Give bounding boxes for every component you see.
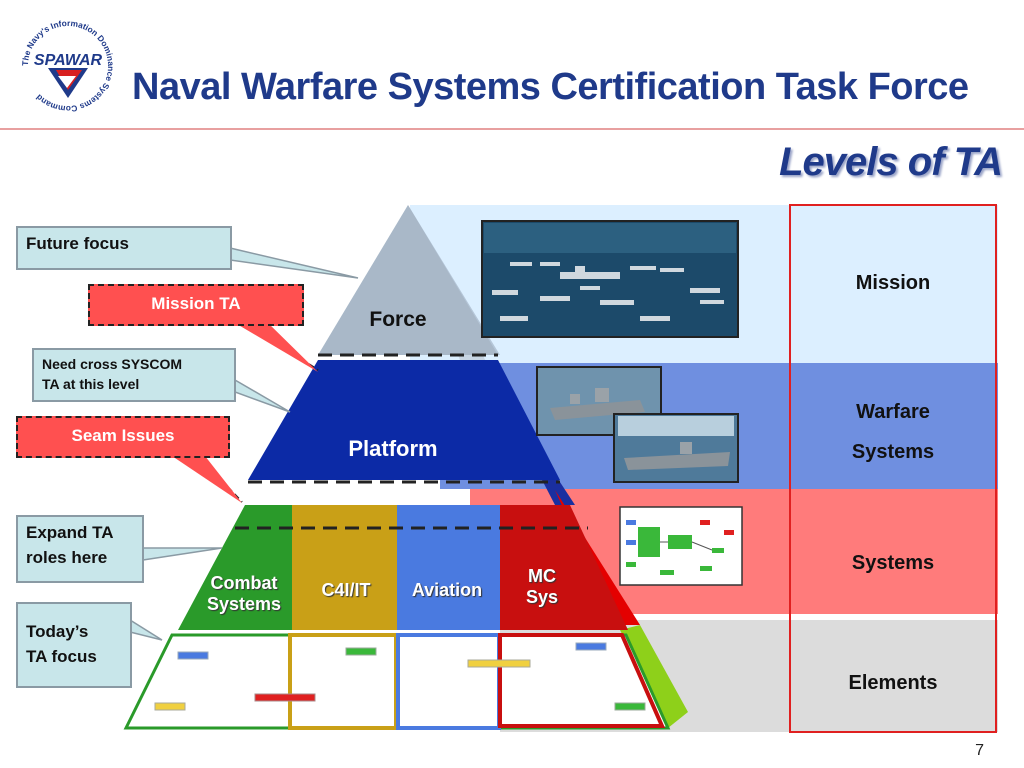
page-subtitle: Levels of TA bbox=[779, 140, 1003, 184]
force-label: Force bbox=[369, 308, 427, 331]
pointer-expand bbox=[142, 547, 223, 561]
col-label-combat-l2: Systems bbox=[206, 593, 282, 614]
callout-expand-ta: Expand TA roles here bbox=[16, 515, 144, 583]
col-label-combat: Combat Systems bbox=[202, 573, 286, 614]
element-chip bbox=[614, 702, 646, 711]
level-warfare-l2: Systems bbox=[851, 441, 935, 463]
elements-side bbox=[620, 625, 688, 728]
callout-todays-focus: Today’s TA focus bbox=[16, 602, 132, 688]
col-label-mcsys: MC Sys bbox=[514, 566, 570, 607]
element-chip bbox=[254, 693, 316, 702]
callout-need-cross-l1: Need cross SYSCOM bbox=[42, 356, 183, 372]
level-warfare: Warfare Systems bbox=[790, 392, 996, 472]
callout-mission-ta: Mission TA bbox=[88, 284, 304, 326]
page-number: 7 bbox=[975, 742, 984, 759]
callout-need-cross-l2: TA at this level bbox=[42, 376, 140, 393]
fleet-photo bbox=[481, 220, 739, 338]
col-label-aviation: Aviation bbox=[411, 580, 483, 600]
force-side-upper bbox=[408, 205, 500, 355]
element-chip bbox=[154, 702, 186, 711]
pointer-mission bbox=[230, 320, 318, 372]
col-mcsys bbox=[500, 505, 628, 630]
pointer-seam bbox=[172, 456, 242, 503]
pointer-need bbox=[234, 378, 291, 413]
pyramid-force bbox=[318, 205, 498, 355]
element-chip bbox=[177, 651, 209, 660]
pointer-future bbox=[229, 247, 359, 279]
col-label-c4i: C4I/IT bbox=[321, 580, 371, 600]
callout-expand-l1: Expand TA bbox=[26, 523, 114, 542]
col-aviation bbox=[397, 505, 500, 630]
pyramid-platform bbox=[248, 360, 560, 480]
element-chip bbox=[345, 647, 377, 656]
col-label-combat-l1: Combat bbox=[210, 573, 278, 593]
callout-seam-issues: Seam Issues bbox=[16, 416, 230, 458]
level-warfare-l1: Warfare bbox=[856, 401, 930, 423]
level-mission: Mission bbox=[855, 272, 931, 294]
platform-label: Platform bbox=[348, 436, 438, 461]
element-chip bbox=[467, 659, 531, 668]
col-label-mcsys-l1: MC bbox=[528, 566, 556, 586]
carrier-photo bbox=[613, 413, 739, 483]
element-chip bbox=[575, 642, 607, 651]
col-c4i bbox=[292, 505, 397, 630]
level-elements: Elements bbox=[848, 672, 938, 694]
system-schematic-image bbox=[619, 506, 743, 586]
callout-today-l1: Today’s bbox=[26, 622, 89, 641]
pointer-today bbox=[129, 618, 163, 641]
callout-need-cross: Need cross SYSCOM TA at this level bbox=[32, 348, 236, 402]
col-label-mcsys-l2: Sys bbox=[525, 586, 559, 607]
callout-expand-l2: roles here bbox=[26, 547, 108, 567]
callout-future-focus: Future focus bbox=[16, 226, 232, 270]
spawar-logo: The Navy's Information Dominance Systems… bbox=[12, 10, 124, 122]
callout-today-l2: TA focus bbox=[26, 646, 97, 666]
level-column-border bbox=[789, 204, 997, 733]
title-divider bbox=[0, 128, 1024, 130]
col-combat bbox=[178, 505, 292, 630]
page-title: Naval Warfare Systems Certification Task… bbox=[132, 66, 969, 108]
level-systems: Systems bbox=[851, 552, 935, 574]
logo-text: SPAWAR bbox=[34, 52, 103, 69]
